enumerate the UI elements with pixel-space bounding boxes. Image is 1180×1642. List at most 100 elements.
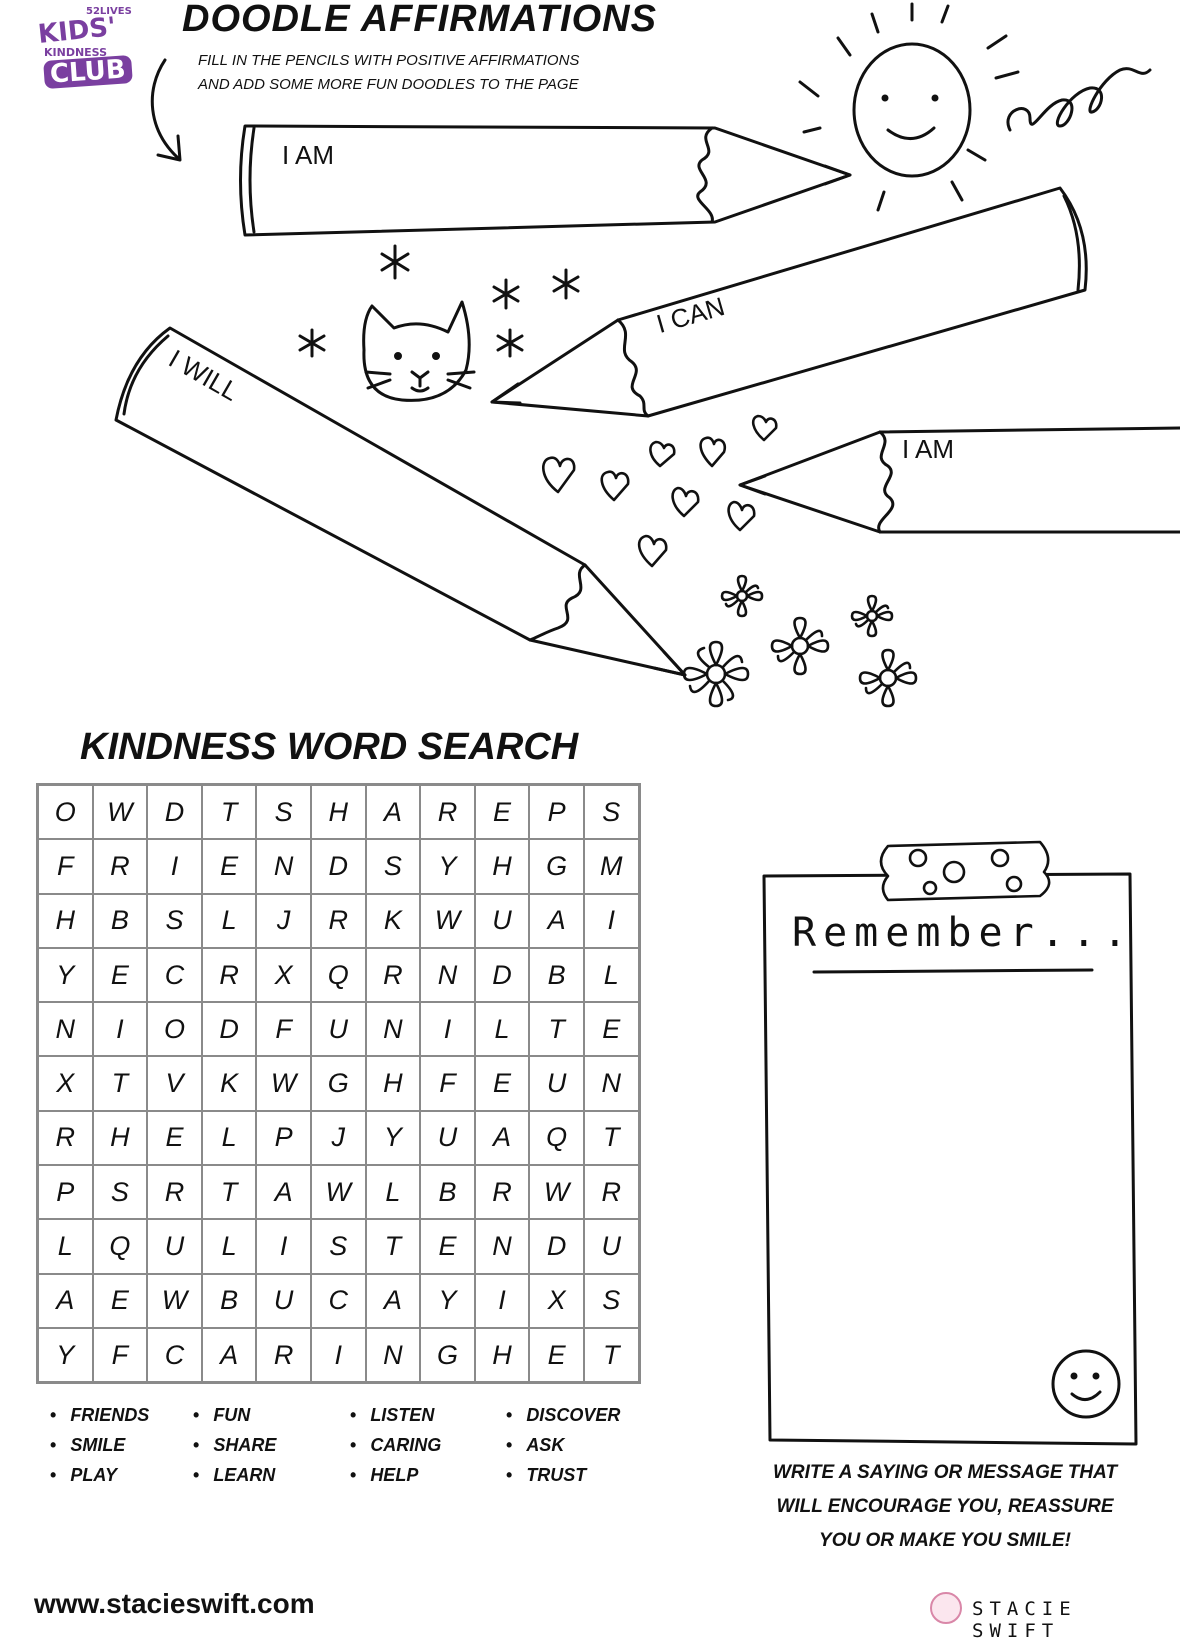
grid-cell: A — [38, 1273, 93, 1328]
grid-cell: T — [583, 1327, 639, 1383]
grid-cell: D — [201, 1002, 257, 1057]
grid-cell: F — [38, 839, 93, 894]
word-list-item: SMILE — [50, 1430, 149, 1460]
grid-cell: L — [474, 1002, 530, 1057]
grid-cell: Y — [38, 1327, 93, 1383]
grid-cell: N — [38, 1002, 93, 1057]
grid-cell: E — [474, 785, 530, 840]
grid-cell: L — [201, 893, 257, 948]
grid-cell: R — [365, 947, 421, 1003]
grid-cell: C — [147, 947, 202, 1003]
smiley-face-icon — [1053, 1351, 1119, 1417]
grid-cell: S — [583, 785, 639, 840]
word-list-item: DISCOVER — [506, 1400, 620, 1430]
grid-cell: H — [365, 1056, 421, 1111]
grid-cell: U — [529, 1056, 584, 1111]
grid-cell: R — [92, 839, 148, 894]
grid-cell: I — [256, 1219, 311, 1274]
kids-kindness-club-logo: 52LIVES KIDS' KINDNESS CLUB — [30, 6, 134, 90]
grid-cell: R — [583, 1165, 639, 1220]
grid-cell: A — [474, 1110, 530, 1166]
word-list-item: PLAY — [50, 1460, 149, 1490]
grid-cell: A — [256, 1165, 311, 1220]
grid-cell: U — [147, 1219, 202, 1274]
grid-cell: H — [474, 1327, 530, 1383]
grid-cell: S — [583, 1273, 639, 1328]
grid-cell: U — [474, 893, 530, 948]
grid-cell: Y — [420, 839, 475, 894]
grid-cell: U — [310, 1002, 366, 1057]
word-list-item: LEARN — [193, 1460, 276, 1490]
polka-dot-tape-icon — [881, 842, 1049, 900]
grid-cell: Y — [365, 1110, 421, 1166]
grid-cell: N — [256, 839, 311, 894]
word-list-item: TRUST — [506, 1460, 620, 1490]
heart-doodles — [543, 416, 776, 566]
grid-cell: F — [256, 1002, 311, 1057]
author-brand: STACIE SWIFT — [972, 1598, 1077, 1642]
word-search-title: KINDNESS WORD SEARCH — [80, 726, 579, 768]
grid-cell: X — [256, 947, 311, 1003]
pencil-outline-2 — [492, 188, 1086, 416]
grid-cell: W — [256, 1056, 311, 1111]
grid-cell: A — [365, 785, 421, 840]
grid-cell: W — [420, 893, 475, 948]
grid-cell: E — [147, 1110, 202, 1166]
pencil-label-i-am-1: I AM — [282, 140, 335, 170]
word-list-item: LISTEN — [350, 1400, 441, 1430]
caption-line-2: WILL ENCOURAGE YOU, REASSURE — [776, 1496, 1114, 1517]
grid-cell: F — [92, 1327, 148, 1383]
grid-cell: N — [365, 1002, 421, 1057]
star-doodles — [300, 246, 578, 356]
logo-kids-text: KIDS' — [36, 12, 118, 50]
word-list-item: FRIENDS — [50, 1400, 149, 1430]
caption-line-3: YOU OR MAKE YOU SMILE! — [819, 1530, 1071, 1551]
grid-cell: I — [310, 1327, 366, 1383]
grid-cell: Q — [310, 947, 366, 1003]
grid-cell: C — [310, 1273, 366, 1328]
grid-cell: R — [201, 947, 257, 1003]
grid-cell: B — [529, 947, 584, 1003]
grid-cell: B — [201, 1273, 257, 1328]
grid-cell: E — [529, 1327, 584, 1383]
word-list-column-2: FUN SHARE LEARN — [193, 1400, 276, 1490]
grid-cell: S — [147, 893, 202, 948]
grid-cell: T — [583, 1110, 639, 1166]
grid-cell: L — [365, 1165, 421, 1220]
grid-cell: J — [310, 1110, 366, 1166]
grid-cell: G — [310, 1056, 366, 1111]
grid-cell: P — [529, 785, 584, 840]
word-list-item: HELP — [350, 1460, 441, 1490]
grid-cell: E — [583, 1002, 639, 1057]
word-list-item: ASK — [506, 1430, 620, 1460]
website-link[interactable]: www.stacieswift.com — [34, 1588, 315, 1619]
grid-cell: S — [256, 785, 311, 840]
grid-cell: Y — [38, 947, 93, 1003]
grid-cell: U — [256, 1273, 311, 1328]
grid-cell: E — [474, 1056, 530, 1111]
word-list-column-1: FRIENDS SMILE PLAY — [50, 1400, 149, 1490]
grid-cell: D — [310, 839, 366, 894]
grid-cell: R — [147, 1165, 202, 1220]
grid-cell: A — [529, 893, 584, 948]
pencil-outline-1 — [241, 126, 851, 235]
word-list-item: CARING — [350, 1430, 441, 1460]
grid-cell: O — [38, 785, 93, 840]
instruction-line-1: FILL IN THE PENCILS WITH POSITIVE AFFIRM… — [198, 52, 580, 69]
grid-cell: K — [365, 893, 421, 948]
grid-cell: I — [92, 1002, 148, 1057]
caption-line-1: WRITE A SAYING OR MESSAGE THAT — [772, 1462, 1118, 1483]
grid-cell: Y — [420, 1273, 475, 1328]
cat-doodle-icon — [364, 302, 474, 400]
grid-cell: E — [201, 839, 257, 894]
grid-cell: F — [420, 1056, 475, 1111]
grid-cell: H — [310, 785, 366, 840]
remember-caption: WRITE A SAYING OR MESSAGE THAT WILL ENCO… — [740, 1456, 1150, 1558]
grid-cell: A — [365, 1273, 421, 1328]
grid-cell: X — [529, 1273, 584, 1328]
grid-cell: K — [201, 1056, 257, 1111]
grid-cell: P — [256, 1110, 311, 1166]
grid-cell: D — [529, 1219, 584, 1274]
author-avatar-icon — [930, 1592, 962, 1624]
